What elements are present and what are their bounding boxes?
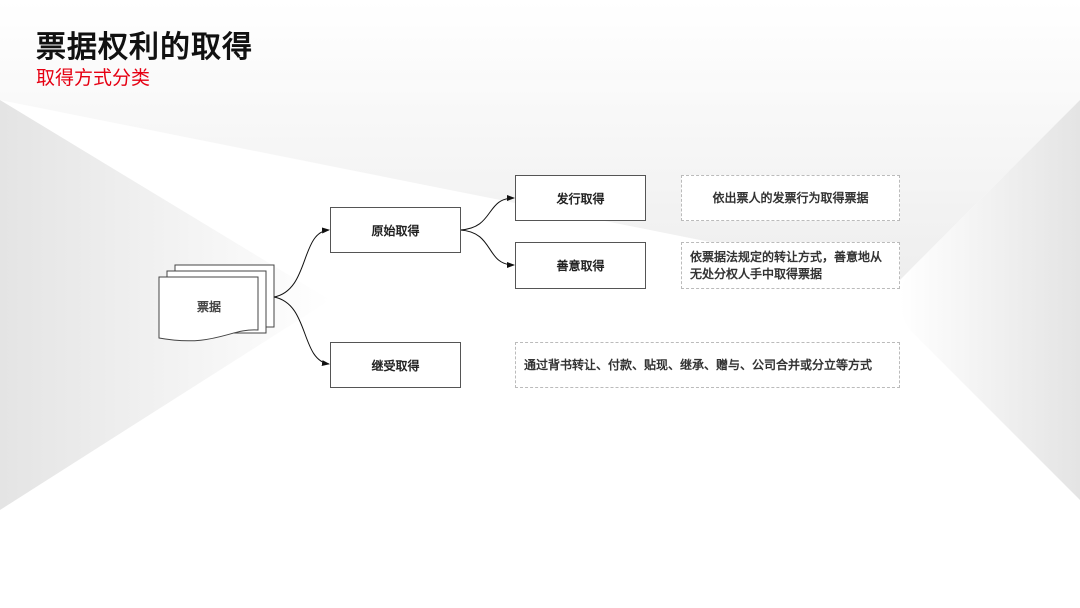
node-derived-acquisition: 继受取得: [330, 342, 461, 388]
node-issue-acquisition: 发行取得: [515, 175, 646, 221]
document-stack-icon: [158, 264, 275, 342]
root-node-label: 票据: [196, 300, 221, 314]
page-title: 票据权利的取得: [36, 30, 253, 65]
node-original-acquisition: 原始取得: [330, 207, 461, 253]
note-derived: 通过背书转让、付款、贴现、继承、赠与、公司合并或分立等方式: [515, 342, 900, 388]
page-subtitle: 取得方式分类: [36, 67, 151, 89]
note-issue: 依出票人的发票行为取得票据: [681, 175, 900, 221]
note-good-faith: 依票据法规定的转让方式，善意地从无处分权人手中取得票据: [681, 242, 900, 289]
node-good-faith-acquisition: 善意取得: [515, 242, 646, 289]
